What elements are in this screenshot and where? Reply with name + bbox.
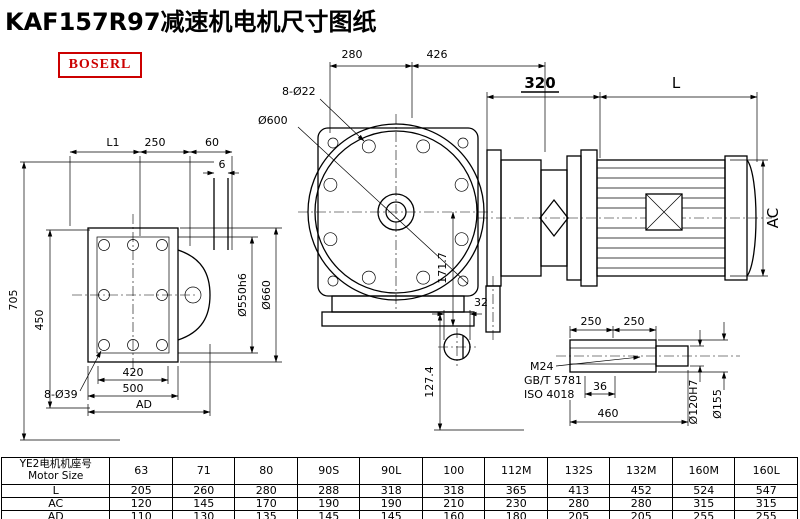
cell-AD-90l: 145: [359, 510, 423, 519]
dim-320-label: 320: [524, 74, 555, 92]
cell-AD-63: 110: [109, 510, 173, 519]
cell-L-63: 205: [109, 483, 173, 499]
size-col-71: 71: [171, 457, 236, 485]
dim-426-label: 426: [427, 48, 448, 61]
dim-d120h7-label: Ø120H7: [687, 380, 700, 425]
label-gbt5781: GB/T 5781: [524, 374, 582, 387]
table-row-L: L 205 260 280 288 318 318 365 413 452 52…: [0, 483, 798, 499]
technical-drawing: 280 426 8-Ø22 Ø600 320 L: [7, 48, 782, 441]
dim-d600-label: Ø600: [258, 114, 288, 127]
dim-8xd39-label: 8-Ø39: [44, 388, 78, 401]
cell-AC-71: 145: [171, 497, 236, 512]
cell-AC-160l: 315: [734, 497, 798, 512]
size-col-100: 100: [421, 457, 486, 485]
dim-171_7-label: 171.7: [436, 252, 449, 284]
dim-36-label: 36: [593, 380, 607, 393]
cell-L-160l: 547: [734, 483, 798, 499]
cell-AD-160l: 255: [734, 510, 798, 519]
cell-L-132m: 452: [609, 483, 673, 499]
dim-460-label: 460: [598, 407, 619, 420]
cell-AD-132s: 205: [546, 510, 611, 519]
cell-AC-80: 170: [234, 497, 298, 512]
dim-d660-label: Ø660: [260, 280, 273, 310]
output-shaft-detail: 250 250 M24 GB/T 5781 ISO 4018 36 460 Ø1…: [524, 315, 740, 426]
cell-AD-90s: 145: [296, 510, 361, 519]
dim-d155-label: Ø155: [711, 389, 724, 419]
page-title: KAF157R97减速机电机尺寸图纸: [5, 8, 377, 36]
cell-L-80: 280: [234, 483, 298, 499]
motor-size-header-cell: YE2电机机座号 Motor Size: [0, 457, 111, 485]
size-col-132m: 132M: [609, 457, 673, 485]
cell-AC-90l: 190: [359, 497, 423, 512]
side-view-top-dims: 320 L: [486, 74, 758, 162]
size-col-132s: 132S: [546, 457, 611, 485]
cell-AD-160m: 255: [671, 510, 736, 519]
dim-8xd22-label: 8-Ø22: [282, 85, 316, 98]
label-m24: M24: [530, 360, 554, 373]
cell-L-90s: 288: [296, 483, 361, 499]
row-label-L: L: [0, 483, 111, 499]
table-row-AD: AD 110 130 135 145 145 160 180 205 205 2…: [0, 510, 798, 519]
dim-250b-label: 250: [624, 315, 645, 328]
cell-AC-100: 210: [421, 497, 486, 512]
dim-d550h6-label: Ø550h6: [236, 273, 249, 317]
size-col-90l: 90L: [359, 457, 423, 485]
size-col-160l: 160L: [734, 457, 798, 485]
dim-250a-label: 250: [581, 315, 602, 328]
cell-L-132s: 413: [546, 483, 611, 499]
size-col-80: 80: [234, 457, 298, 485]
cell-L-100: 318: [421, 483, 486, 499]
table-header-row: YE2电机机座号 Motor Size 63 71 80 90S 90L 100…: [0, 457, 798, 485]
cell-L-112m: 365: [484, 483, 548, 499]
cell-AD-71: 130: [171, 510, 236, 519]
dim-60-label: 60: [205, 136, 219, 149]
cell-AC-132m: 280: [609, 497, 673, 512]
dim-500-label: 500: [123, 382, 144, 395]
cell-AC-160m: 315: [671, 497, 736, 512]
cell-AC-112m: 230: [484, 497, 548, 512]
label-iso4018: ISO 4018: [524, 388, 574, 401]
table-row-AC: AC 120 145 170 190 190 210 230 280 280 3…: [0, 497, 798, 512]
motor-size-header-cn: YE2电机机座号: [19, 458, 92, 471]
cell-AC-63: 120: [109, 497, 173, 512]
dim-32-label: 32: [474, 296, 488, 309]
dimension-table: YE2电机机座号 Motor Size 63 71 80 90S 90L 100…: [0, 457, 798, 519]
cell-AC-90s: 190: [296, 497, 361, 512]
row-label-AC: AC: [0, 497, 111, 512]
dim-450-label: 450: [33, 310, 46, 331]
dim-AD-label: AD: [136, 398, 152, 411]
size-col-63: 63: [109, 457, 173, 485]
cell-AC-132s: 280: [546, 497, 611, 512]
dim-L-label: L: [672, 74, 681, 92]
boserl-logo-text: BOSERL: [68, 57, 132, 72]
cell-AD-80: 135: [234, 510, 298, 519]
size-col-90s: 90S: [296, 457, 361, 485]
cell-AD-112m: 180: [484, 510, 548, 519]
dim-AC-label: AC: [764, 208, 782, 228]
size-col-160m: 160M: [671, 457, 736, 485]
boserl-logo: BOSERL: [58, 52, 142, 78]
cell-AD-132m: 205: [609, 510, 673, 519]
dim-L1-label: L1: [106, 136, 119, 149]
cell-L-160m: 524: [671, 483, 736, 499]
cell-AD-100: 160: [421, 510, 486, 519]
dim-420-label: 420: [123, 366, 144, 379]
front-view-top-dims: 280 426 8-Ø22 Ø600: [258, 48, 546, 285]
dim-250-label: 250: [145, 136, 166, 149]
side-view: AC: [478, 149, 782, 342]
size-col-112m: 112M: [484, 457, 548, 485]
left-view: L1 250 60 6 705 450 8-Ø39 420: [7, 136, 282, 441]
dim-6-label: 6: [219, 158, 226, 171]
row-label-AD: AD: [0, 510, 111, 519]
cell-L-71: 260: [171, 483, 236, 499]
front-view: 171.7: [298, 114, 494, 327]
motor-size-header-en: Motor Size: [28, 470, 84, 482]
dim-705-label: 705: [7, 290, 20, 311]
dim-280-label: 280: [342, 48, 363, 61]
shaft-section-detail: 32 127.4: [423, 296, 524, 431]
dim-127_4-label: 127.4: [423, 366, 436, 398]
cell-L-90l: 318: [359, 483, 423, 499]
